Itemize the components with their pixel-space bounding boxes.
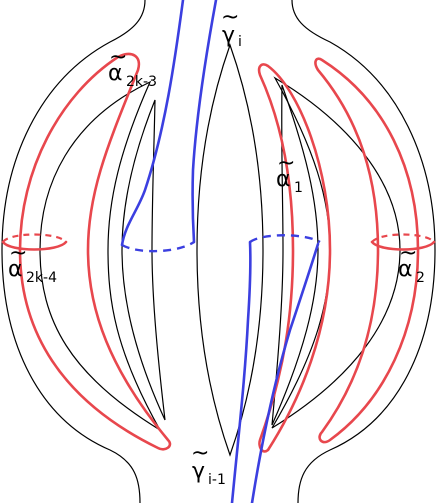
alpha-2-tilde: ~ bbox=[399, 241, 417, 266]
alpha-2-meridian-back bbox=[371, 233, 435, 243]
gamma-curves bbox=[120, 0, 320, 503]
alpha-1-curve bbox=[257, 63, 332, 453]
alpha-2-curve bbox=[314, 57, 420, 444]
alpha-2-subscript: 2 bbox=[416, 270, 425, 286]
alpha-meridians-hidden bbox=[2, 233, 435, 243]
hole-center bbox=[196, 43, 264, 457]
hole-left-outer bbox=[39, 80, 162, 432]
outer-boundary-right bbox=[291, 0, 436, 503]
alpha-2-base: α bbox=[398, 257, 413, 282]
gamma-i-tilde: ~ bbox=[221, 5, 239, 30]
alpha-2k-3-tilde: ~ bbox=[109, 45, 127, 70]
alpha-2k-4-meridian-front bbox=[1, 240, 68, 251]
label-alpha-2: α ~ 2 bbox=[398, 241, 425, 286]
gamma-hidden-arcs bbox=[121, 234, 321, 253]
gamma-i-curve bbox=[120, 0, 185, 247]
gamma-i-1-subscript: i-1 bbox=[208, 472, 226, 488]
hole-left-inner bbox=[121, 99, 166, 421]
alpha-2k-3-subscript: 2k-3 bbox=[126, 74, 157, 90]
alpha-curves bbox=[1, 52, 436, 453]
gamma-i-1-curve bbox=[250, 242, 320, 503]
label-alpha-2k-3: α ~ 2k-3 bbox=[108, 45, 157, 90]
alpha-2k-4-meridian-back bbox=[2, 233, 67, 243]
gamma-i-1-back-arc bbox=[249, 234, 321, 244]
alpha-1-subscript: 1 bbox=[294, 180, 303, 196]
label-alpha-1: α ~ 1 bbox=[276, 151, 303, 196]
gamma-i-back-arc bbox=[121, 240, 195, 253]
label-gamma-i-1: γ ~ i-1 bbox=[191, 441, 226, 488]
label-alpha-2k-4: α ~ 2k-4 bbox=[8, 241, 57, 286]
alpha-2k-4-tilde: ~ bbox=[9, 241, 27, 266]
gamma-i-1-inner bbox=[230, 240, 252, 503]
alpha-2k-3-base: α bbox=[108, 61, 123, 86]
gamma-i-1-tilde: ~ bbox=[191, 441, 209, 466]
alpha-2k-3-curve bbox=[18, 52, 172, 451]
hole-right-inner bbox=[271, 84, 319, 426]
gamma-i-base: γ bbox=[222, 23, 235, 48]
alpha-2-meridian-front bbox=[370, 240, 436, 251]
gamma-i-vertical bbox=[191, 0, 218, 244]
outer-boundary-left bbox=[1, 0, 146, 503]
gamma-i-1-base: γ bbox=[192, 459, 205, 484]
alpha-2k-4-subscript: 2k-4 bbox=[26, 270, 57, 286]
alpha-1-tilde: ~ bbox=[277, 151, 295, 176]
alpha-2k-4-base: α bbox=[8, 257, 23, 282]
gamma-i-subscript: i bbox=[238, 34, 242, 50]
hole-right-outer bbox=[271, 76, 401, 429]
alpha-1-base: α bbox=[276, 167, 291, 192]
label-gamma-i: γ ~ i bbox=[221, 5, 242, 50]
